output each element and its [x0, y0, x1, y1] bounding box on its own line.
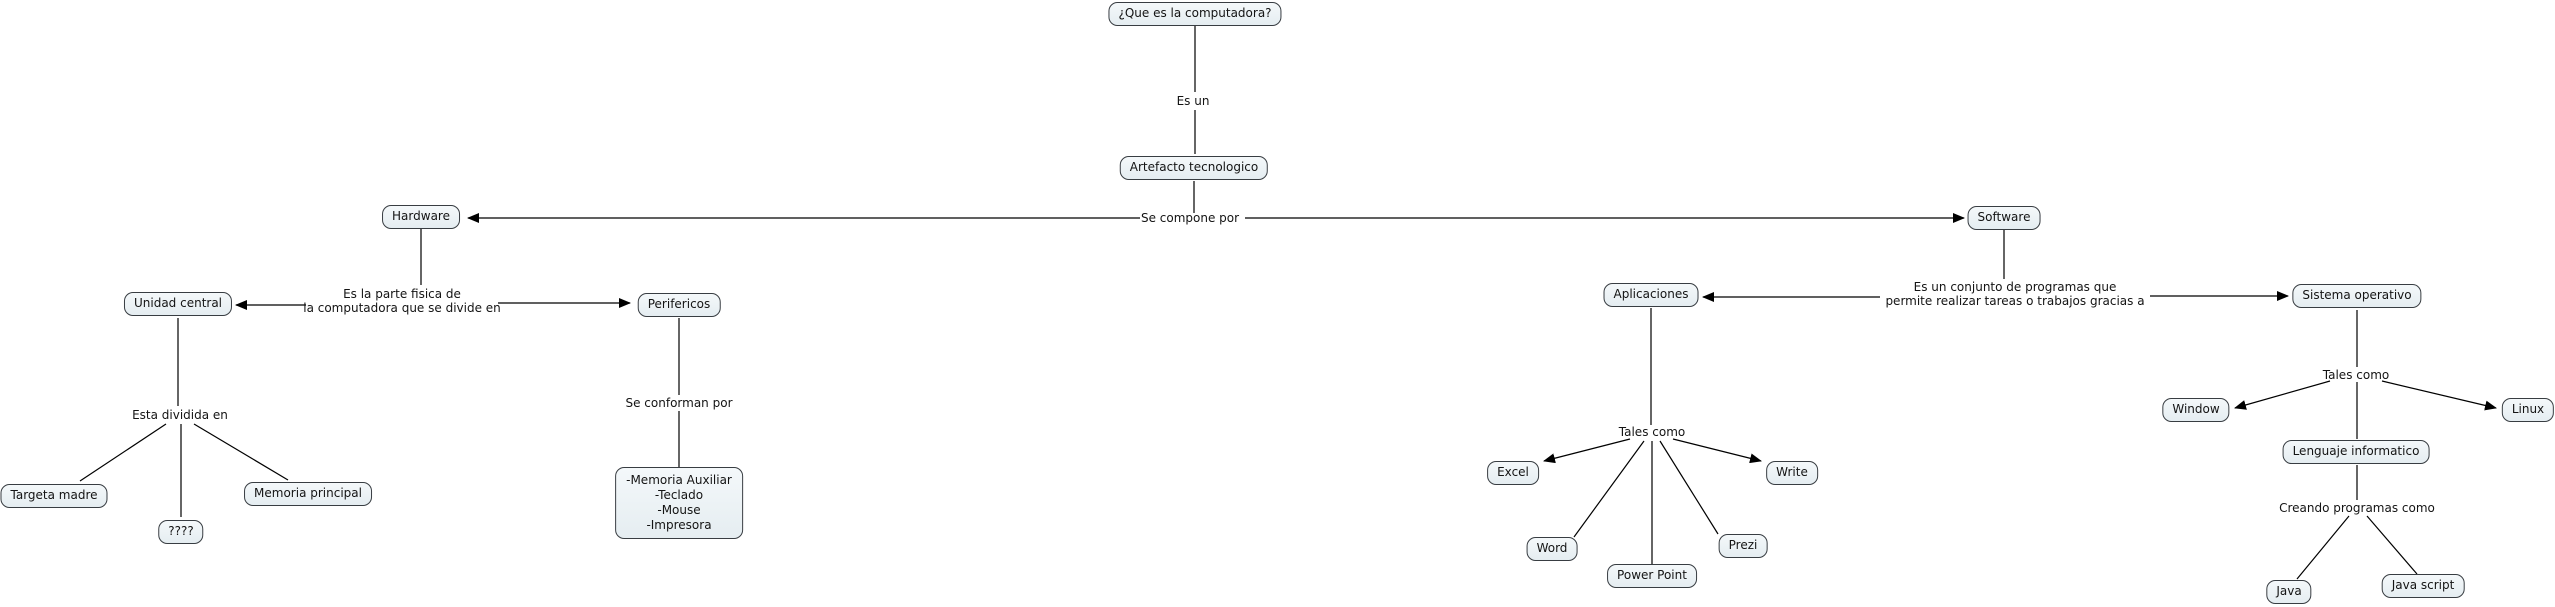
edge-tales-to-window — [2234, 380, 2331, 410]
link-label-creando-programas-como[interactable]: Creando programas como — [2279, 501, 2435, 515]
node-unidad-central[interactable]: Unidad central — [123, 292, 233, 316]
node-lenguaje-informatico[interactable]: Lenguaje informatico — [2282, 440, 2430, 464]
link-label-es-un[interactable]: Es un — [1176, 94, 1210, 108]
node-sistema-operativo[interactable]: Sistema operativo — [2292, 284, 2422, 308]
node-perifericos[interactable]: Perifericos — [637, 293, 721, 317]
edge-tales-to-excel — [1543, 438, 1631, 464]
node-targeta-madre[interactable]: Targeta madre — [0, 484, 108, 508]
node-java-script[interactable]: Java script — [2381, 574, 2465, 598]
software-desc-line2: permite realizar tareas o trabajos graci… — [1885, 294, 2145, 308]
link-label-se-compone-por[interactable]: Se compone por — [1140, 211, 1240, 225]
edge-dividida-to-memoria — [193, 423, 289, 481]
edge-creando-to-javascript — [2366, 515, 2418, 575]
node-power-point[interactable]: Power Point — [1607, 564, 1697, 588]
node-software[interactable]: Software — [1967, 206, 2041, 230]
edge-dividida-to-targeta — [79, 423, 167, 482]
node-perifericos-items[interactable]: -Memoria Auxiliar -Teclado -Mouse -Impre… — [615, 467, 743, 539]
perifericos-item-teclado: -Teclado — [654, 488, 704, 502]
node-window[interactable]: Window — [2162, 398, 2230, 422]
node-excel[interactable]: Excel — [1487, 461, 1539, 485]
edge-tales-to-word — [1573, 440, 1645, 538]
edge-tales-to-prezi — [1659, 440, 1719, 535]
node-aplicaciones[interactable]: Aplicaciones — [1603, 283, 1699, 307]
perifericos-item-mouse: -Mouse — [657, 503, 701, 517]
link-label-se-conforman-por[interactable]: Se conforman por — [625, 396, 733, 410]
node-write[interactable]: Write — [1766, 461, 1818, 485]
link-label-hardware-desc[interactable]: Es la parte fisica de la computadora que… — [303, 287, 501, 315]
edge-tales-to-write — [1672, 438, 1762, 464]
node-question[interactable]: ¿Que es la computadora? — [1108, 2, 1282, 26]
node-unknown[interactable]: ???? — [158, 520, 204, 544]
node-linux[interactable]: Linux — [2501, 398, 2555, 422]
node-memoria-principal[interactable]: Memoria principal — [244, 482, 372, 506]
edge-creando-to-java — [2296, 515, 2350, 580]
hardware-desc-line1: Es la parte fisica de — [343, 287, 461, 301]
perifericos-item-impresora: -Impresora — [646, 518, 712, 532]
link-label-tales-como-aplicaciones[interactable]: Tales como — [1618, 425, 1686, 439]
node-prezi[interactable]: Prezi — [1718, 534, 1768, 558]
link-label-tales-como-sistema[interactable]: Tales como — [2322, 368, 2390, 382]
software-desc-line1: Es un conjunto de programas que — [1913, 280, 2117, 294]
hardware-desc-line2: la computadora que se divide en — [303, 301, 501, 315]
node-hardware[interactable]: Hardware — [382, 205, 460, 229]
link-label-esta-dividida-en[interactable]: Esta dividida en — [132, 408, 228, 422]
node-artefacto-tecnologico[interactable]: Artefacto tecnologico — [1119, 156, 1269, 180]
perifericos-item-memoria-auxiliar: -Memoria Auxiliar — [626, 473, 732, 487]
node-word[interactable]: Word — [1526, 537, 1578, 561]
edge-tales-to-linux — [2381, 380, 2497, 411]
node-java[interactable]: Java — [2266, 580, 2312, 604]
link-label-software-desc[interactable]: Es un conjunto de programas que permite … — [1885, 280, 2144, 308]
